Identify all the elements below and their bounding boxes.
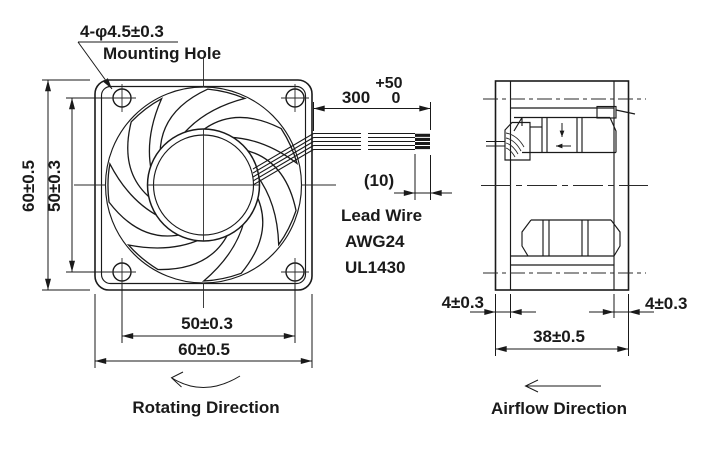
mounting-hole bbox=[281, 258, 309, 286]
dim-width-60: 60±0.5 bbox=[94, 294, 313, 368]
lead-wire-label-1: Lead Wire bbox=[341, 206, 422, 225]
motor-block bbox=[504, 121, 542, 161]
dim-depth-38: 38±0.5 bbox=[495, 327, 629, 352]
dim-height-60: 60±0.5 bbox=[19, 79, 90, 291]
wire-channel-exit bbox=[615, 109, 636, 115]
lead-wire-label-3: UL1430 bbox=[345, 258, 405, 277]
dim-wire-length-300: 300 +50 0 bbox=[313, 75, 431, 200]
front-view: 4-φ4.5±0.3 Mounting Hole 60±0.5 50±0.3 5… bbox=[19, 22, 430, 417]
width-dim-text: 60±0.5 bbox=[178, 340, 230, 359]
height-dim-text: 60±0.5 bbox=[19, 160, 38, 212]
airflow-arrow-icon bbox=[524, 379, 539, 393]
mounting-hole-spec: 4-φ4.5±0.3 bbox=[80, 22, 164, 41]
dim-flange-left-4: 4±0.3 bbox=[442, 293, 536, 356]
strip-length-text: (10) bbox=[364, 171, 394, 190]
flange-right-dim-text: 4±0.3 bbox=[645, 294, 687, 313]
wire-stripped-end bbox=[415, 133, 430, 150]
depth-dim-text: 38±0.5 bbox=[533, 327, 585, 346]
flange-left-dim-text: 4±0.3 bbox=[442, 293, 484, 312]
lead-wire bbox=[252, 132, 430, 186]
mounting-hole bbox=[281, 84, 309, 112]
side-view: 4±0.3 4±0.3 38±0.5 Airflow Direction bbox=[442, 80, 687, 418]
airflow-direction-label: Airflow Direction bbox=[491, 399, 627, 418]
wire-length-text: 300 bbox=[342, 88, 370, 107]
mounting-hole-label: Mounting Hole bbox=[103, 44, 221, 63]
winding-coil-hatch bbox=[505, 132, 525, 158]
lead-wire-labels: Lead Wire AWG24 UL1430 bbox=[341, 206, 422, 277]
mounting-hole-callout: 4-φ4.5±0.3 Mounting Hole bbox=[77, 22, 221, 90]
wire-length-tol-plus: +50 bbox=[375, 75, 402, 92]
wire-channel bbox=[596, 105, 617, 119]
mounting-hole bbox=[108, 84, 136, 112]
rotating-direction: Rotating Direction bbox=[132, 371, 280, 417]
hole-pitch-h-text: 50±0.3 bbox=[181, 314, 233, 333]
lead-wire-dimensions: 300 +50 0 (10) Lead Wire AWG24 UL1430 bbox=[313, 75, 452, 277]
rotating-direction-label: Rotating Direction bbox=[132, 398, 279, 417]
mounting-holes bbox=[108, 84, 309, 286]
callout-leader-arrow bbox=[77, 41, 113, 90]
mounting-hole bbox=[108, 258, 136, 286]
side-top-section bbox=[486, 105, 636, 161]
dim-strip-length-10: (10) bbox=[364, 154, 452, 200]
lead-wire-label-2: AWG24 bbox=[345, 232, 405, 251]
front-center-lines bbox=[74, 58, 336, 308]
rotating-direction-arrow-icon bbox=[170, 371, 184, 388]
dim-flange-right-4: 4±0.3 bbox=[589, 294, 687, 356]
rotating-direction-arc bbox=[171, 375, 241, 388]
hole-pitch-v-text: 50±0.3 bbox=[45, 160, 64, 212]
wire-length-tol-minus: 0 bbox=[392, 90, 401, 107]
dim-hole-pitch-horizontal-50: 50±0.3 bbox=[121, 284, 296, 343]
side-bottom-section bbox=[510, 219, 621, 257]
side-center-lines bbox=[481, 98, 648, 274]
dim-hole-pitch-vertical-50: 50±0.3 bbox=[45, 97, 110, 273]
airflow-direction: Airflow Direction bbox=[491, 379, 627, 418]
side-wire-stub bbox=[486, 140, 505, 147]
